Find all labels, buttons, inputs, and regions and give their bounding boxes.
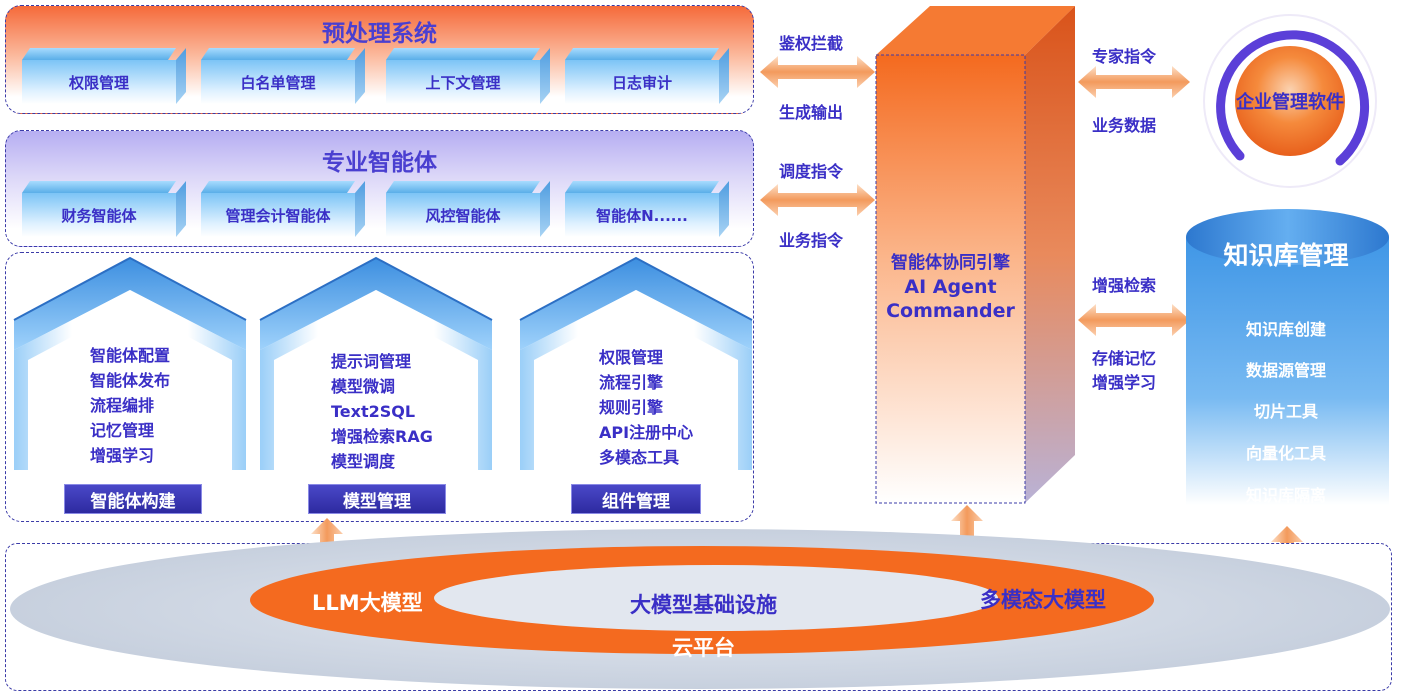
knowledge-item[interactable]: 数据源管理 [1245, 361, 1326, 380]
house-1-item: 智能体发布 [90, 371, 171, 390]
house-2-item: 模型微调 [331, 377, 396, 396]
agent-box-1[interactable]: 财务智能体 [22, 181, 186, 237]
double-arrow-icon [1078, 66, 1190, 98]
agent-box-4[interactable]: 智能体N...... [565, 181, 729, 237]
engine-title-cn: 智能体协同引擎 [891, 253, 1010, 273]
preprocess-box-label: 上下文管理 [386, 60, 540, 104]
preprocess-title: 预处理系统 [322, 21, 437, 47]
house-3-item: API注册中心 [599, 423, 694, 442]
agent-box-2[interactable]: 管理会计智能体 [201, 181, 365, 237]
preprocess-box-label: 白名单管理 [201, 60, 355, 104]
preprocess-box-label: 权限管理 [22, 60, 176, 104]
double-arrow-icon [760, 56, 875, 88]
agent-box-label: 管理会计智能体 [201, 193, 355, 237]
engine-label: 智能体协同引擎 AI Agent Commander [876, 251, 1025, 323]
house-1-shape [13, 256, 247, 470]
agent-box-3[interactable]: 风控智能体 [386, 181, 550, 237]
enterprise-circle [1203, 14, 1377, 188]
engine-title-en-2: Commander [886, 300, 1015, 322]
house-3-item: 权限管理 [599, 348, 664, 367]
cloud-label-multimodal[interactable]: 多模态大模型 [980, 588, 1106, 612]
arrow-label-data: 业务数据 [1092, 116, 1157, 135]
arrow-label-expert: 专家指令 [1092, 47, 1157, 66]
house-1-item: 增强学习 [90, 446, 155, 465]
arrow-label-learning: 增强学习 [1092, 373, 1157, 392]
cloud-label-infra[interactable]: 大模型基础设施 [630, 593, 777, 617]
house-2-shape [259, 256, 493, 470]
house-3-shape [519, 256, 753, 470]
house-2-item: Text2SQL [331, 402, 416, 421]
agents-title: 专业智能体 [322, 150, 437, 176]
arrow-label-memory: 存储记忆 [1092, 349, 1157, 368]
agent-box-label: 智能体N...... [565, 193, 719, 237]
double-arrow-icon [1078, 304, 1190, 336]
knowledge-item[interactable]: 知识库隔离 [1245, 486, 1326, 505]
preprocess-box-2[interactable]: 白名单管理 [201, 48, 365, 104]
house-2-item: 增强检索RAG [331, 427, 433, 446]
knowledge-item[interactable]: 向量化工具 [1245, 444, 1326, 463]
arrow-label-output: 生成输出 [779, 103, 844, 122]
engine-title-en-1: AI Agent [904, 276, 997, 298]
house-2-item: 模型调度 [331, 452, 396, 471]
house-2-label[interactable]: 模型管理 [308, 484, 446, 514]
cloud-label-llm[interactable]: LLM大模型 [312, 591, 423, 615]
arrow-label-dispatch: 调度指令 [779, 162, 844, 181]
agent-box-label: 财务智能体 [22, 193, 176, 237]
cloud-label-platform[interactable]: 云平台 [672, 636, 735, 660]
preprocess-box-label: 日志审计 [565, 60, 719, 104]
arrow-label-retrieval: 增强检索 [1092, 276, 1157, 295]
enterprise-label[interactable]: 企业管理软件 [1236, 92, 1344, 113]
house-1-item: 记忆管理 [90, 421, 155, 440]
arrow-label-business: 业务指令 [779, 231, 844, 250]
house-3-item: 流程引擎 [599, 373, 664, 392]
house-3-item: 规则引擎 [599, 398, 664, 417]
house-2-item: 提示词管理 [331, 352, 412, 371]
house-1-list: 智能体配置 智能体发布 流程编排 记忆管理 增强学习 [90, 343, 170, 468]
double-arrow-icon [760, 184, 875, 216]
house-roofs [13, 256, 753, 470]
arrow-label-auth: 鉴权拦截 [779, 34, 844, 53]
house-1-item: 智能体配置 [90, 346, 171, 365]
preprocess-box-4[interactable]: 日志审计 [565, 48, 729, 104]
knowledge-item[interactable]: 知识库创建 [1245, 320, 1326, 339]
preprocess-box-3[interactable]: 上下文管理 [386, 48, 550, 104]
knowledge-title: 知识库管理 [1223, 241, 1349, 270]
house-2-list: 提示词管理 模型微调 Text2SQL 增强检索RAG 模型调度 [331, 349, 433, 474]
house-3-list: 权限管理 流程引擎 规则引擎 API注册中心 多模态工具 [599, 345, 693, 470]
house-1-label[interactable]: 智能体构建 [64, 484, 202, 514]
preprocess-box-1[interactable]: 权限管理 [22, 48, 186, 104]
house-3-item: 多模态工具 [599, 448, 680, 467]
knowledge-item[interactable]: 切片工具 [1253, 402, 1318, 421]
house-1-item: 流程编排 [90, 396, 155, 415]
house-3-label[interactable]: 组件管理 [571, 484, 701, 514]
agent-box-label: 风控智能体 [386, 193, 540, 237]
knowledge-cylinder [1186, 209, 1389, 505]
